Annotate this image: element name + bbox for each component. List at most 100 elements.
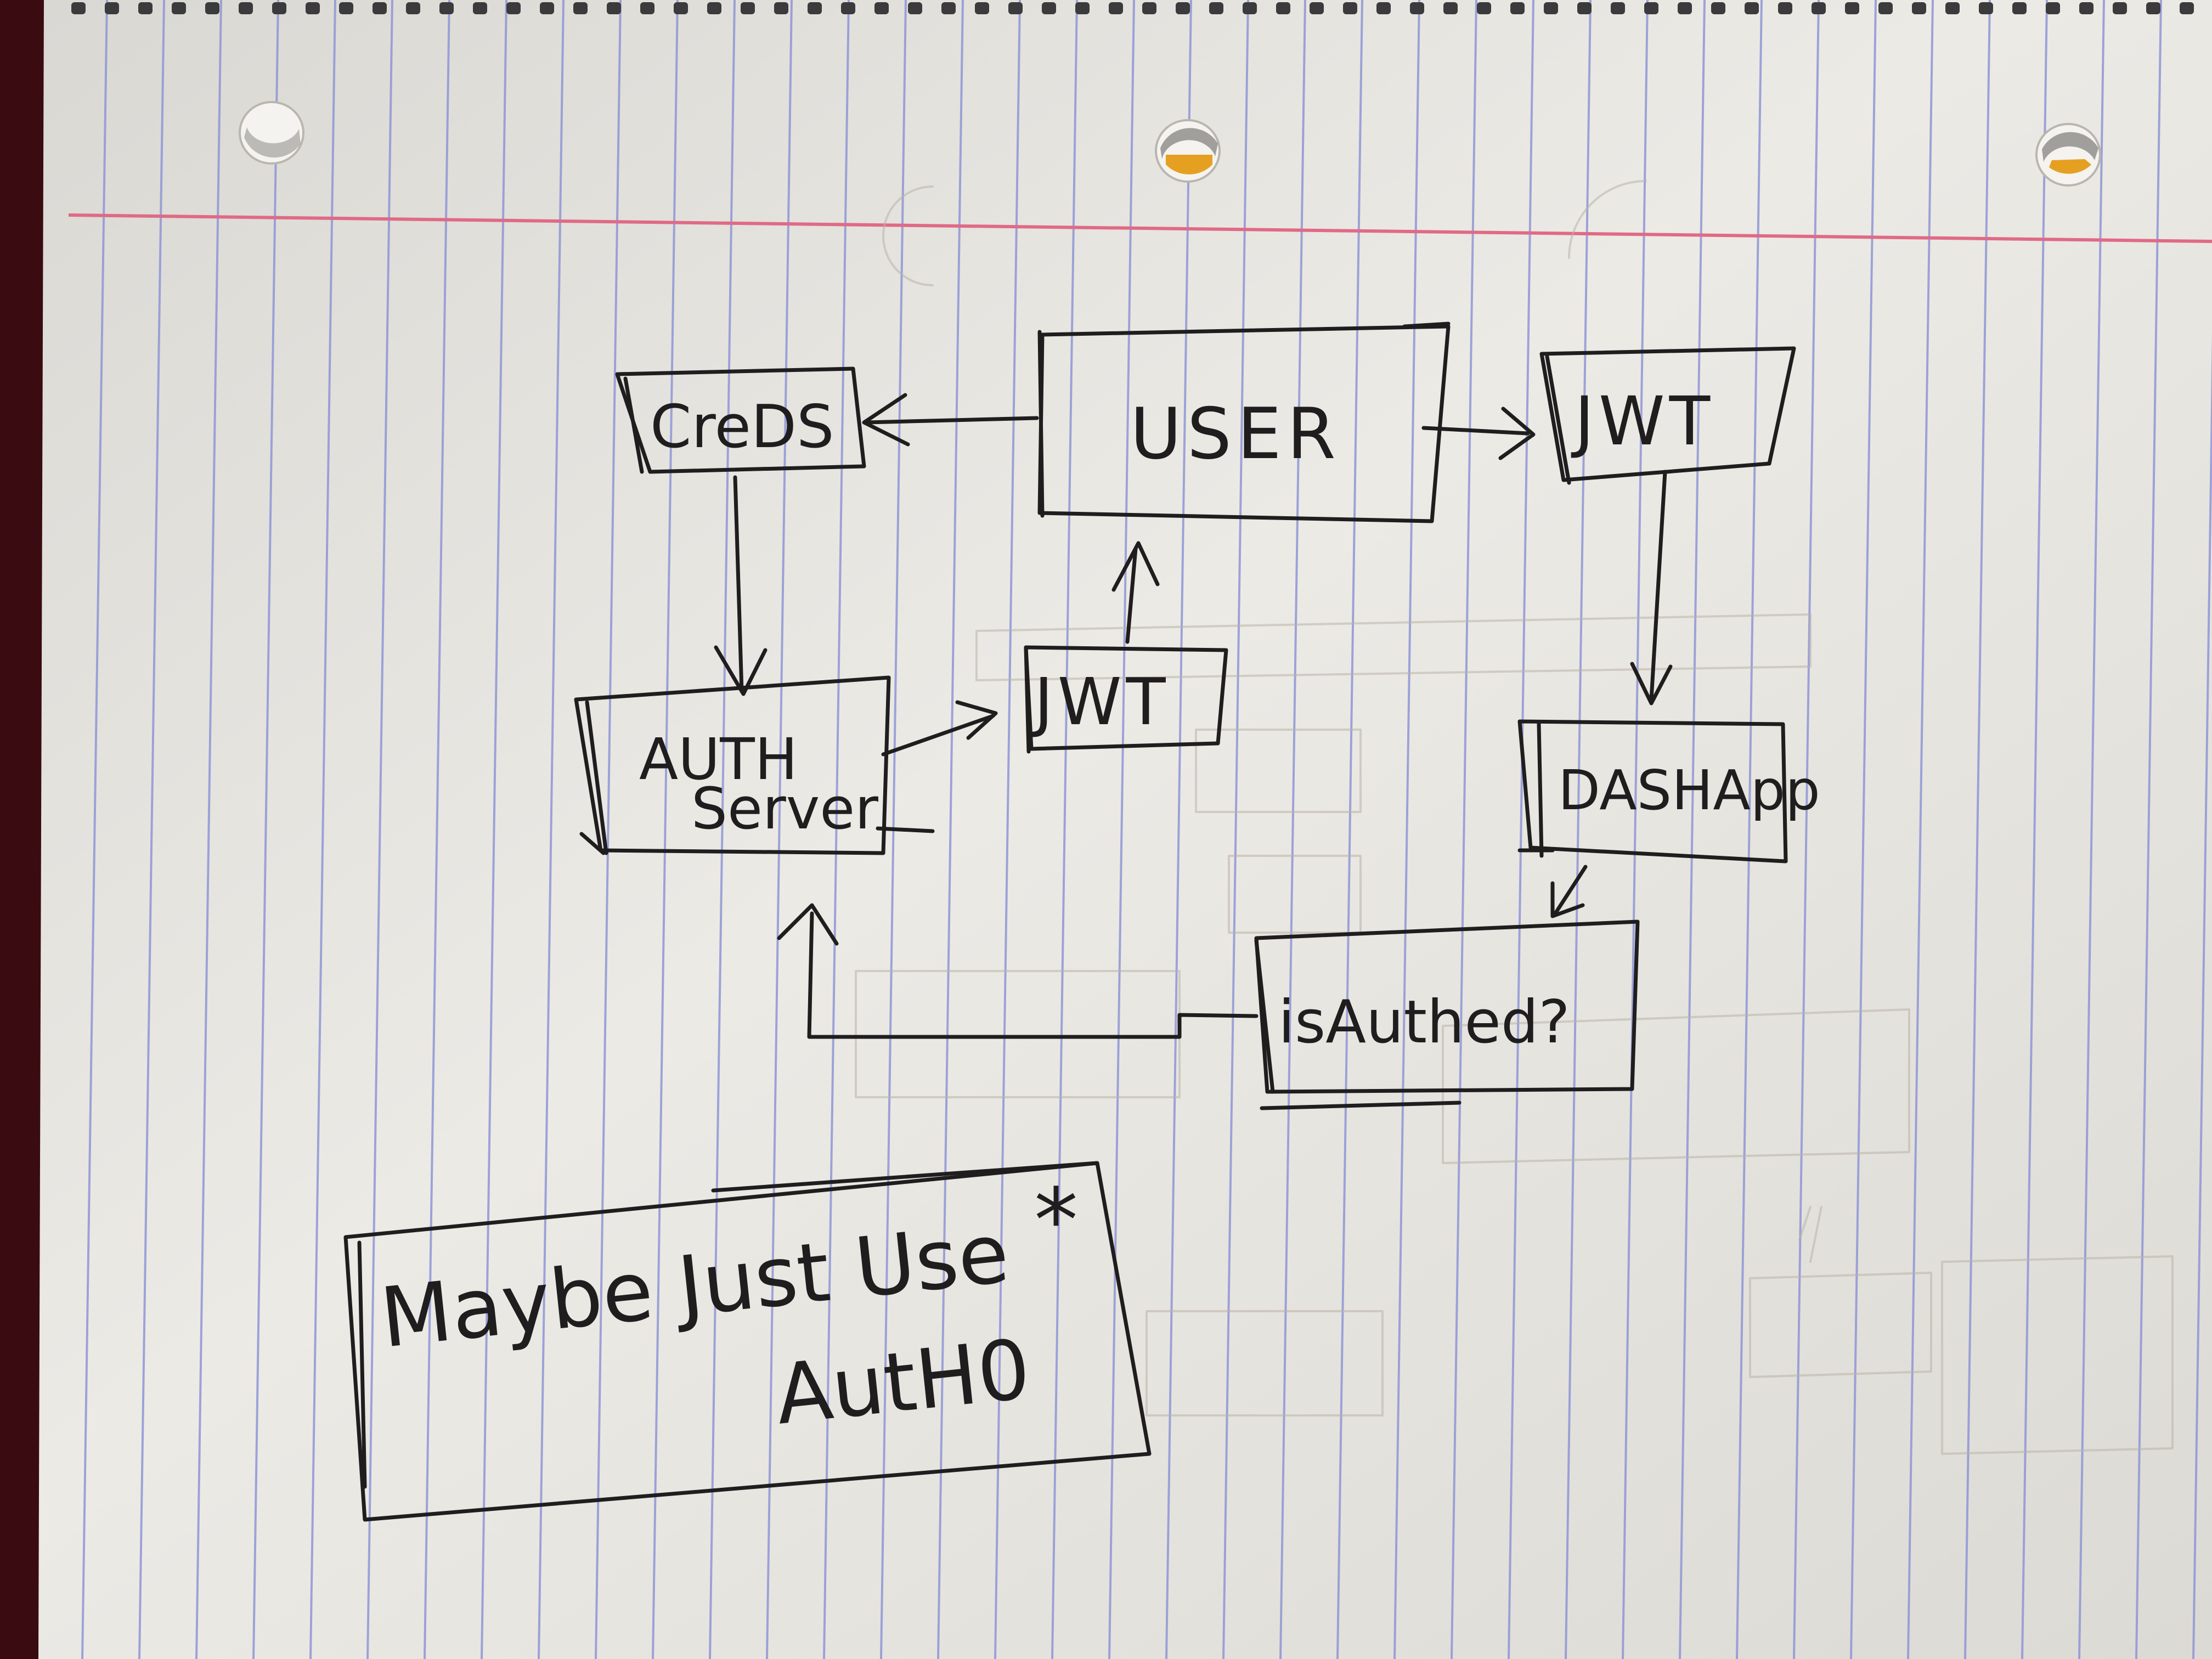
spiral-hole	[1443, 2, 1458, 14]
spiral-hole	[2146, 2, 2160, 14]
ruled-line	[195, 0, 222, 1659]
ruled-line	[1793, 0, 1820, 1659]
spiral-hole	[1042, 2, 1056, 14]
spiral-hole	[1376, 2, 1391, 14]
ruled-line	[1108, 0, 1135, 1659]
spiral-hole	[239, 2, 253, 14]
auth-server-label-line1: AUTH	[639, 726, 798, 793]
spiral-hole	[1276, 2, 1290, 14]
spiral-hole	[774, 2, 788, 14]
spiral-hole	[2012, 2, 2027, 14]
jwt-middle-node: JWT	[1024, 645, 1228, 754]
ruled-line	[1222, 0, 1249, 1659]
ruled-line	[2135, 0, 2162, 1659]
spiral-binding	[71, 2, 2194, 14]
arrow-jwt-middle-to-user	[1111, 541, 1160, 644]
ruled-line	[766, 0, 793, 1659]
spiral-hole	[2079, 2, 2094, 14]
spiral-hole	[2180, 2, 2194, 14]
ruled-line	[1279, 0, 1306, 1659]
ruled-line	[1679, 0, 1706, 1659]
spiral-hole	[1644, 2, 1658, 14]
spiral-hole	[941, 2, 956, 14]
spiral-hole	[1142, 2, 1156, 14]
spiral-hole	[1176, 2, 1190, 14]
spiral-hole	[874, 2, 889, 14]
ruled-line	[309, 0, 336, 1659]
ruled-line	[138, 0, 165, 1659]
user-label: USER	[1130, 393, 1341, 475]
spiral-hole	[1410, 2, 1424, 14]
spiral-hole	[1008, 2, 1023, 14]
arrow-user-to-creds	[862, 393, 1039, 447]
arrow-creds-to-auth-server	[714, 475, 768, 696]
arrow-jwt-right-to-dashapp	[1630, 470, 1673, 706]
spiral-hole	[1845, 2, 1859, 14]
ruled-line	[1051, 0, 1078, 1659]
show-through-sketch	[855, 180, 2174, 1455]
ruled-line	[1736, 0, 1763, 1659]
spiral-hole	[1510, 2, 1525, 14]
spiral-hole	[439, 2, 454, 14]
auth-server-node: AUTH Server	[574, 675, 935, 855]
creds-node: CreDS	[615, 366, 866, 474]
ruled-line	[994, 0, 1021, 1659]
ruled-line	[81, 0, 108, 1659]
spiral-hole	[1745, 2, 1759, 14]
dashapp-node: DASHApp	[1517, 719, 1820, 864]
jwt-right-node: JWT	[1539, 346, 1796, 485]
isauthed-label: isAuthed?	[1278, 988, 1570, 1057]
spiral-hole	[573, 2, 588, 14]
punch-hole-shadow	[1160, 128, 1218, 159]
spiral-hole	[1209, 2, 1223, 14]
spiral-hole	[506, 2, 521, 14]
jwt-right-label: JWT	[1571, 382, 1714, 460]
spiral-hole	[540, 2, 554, 14]
spiral-hole	[908, 2, 922, 14]
ruled-line	[823, 0, 850, 1659]
ruled-line	[1451, 0, 1477, 1659]
ruled-line	[652, 0, 679, 1659]
punch-hole-shadow	[244, 127, 301, 158]
spiral-hole	[1343, 2, 1357, 14]
spiral-hole	[339, 2, 353, 14]
ruled-line	[1336, 0, 1363, 1659]
ruled-line	[252, 0, 279, 1659]
ruled-line	[937, 0, 964, 1659]
spiral-hole	[975, 2, 989, 14]
spiral-hole	[1243, 2, 1257, 14]
spiral-hole	[272, 2, 286, 14]
ruled-line	[2192, 331, 2212, 1659]
flow-diagram: CreDS USER JWT JWT AUTH Serve	[343, 321, 1820, 1522]
ruled-line	[538, 0, 565, 1659]
spiral-hole	[1544, 2, 1558, 14]
spiral-hole	[1711, 2, 1725, 14]
spiral-hole	[1678, 2, 1692, 14]
dashapp-label: DASHApp	[1558, 758, 1820, 822]
spiral-hole	[1075, 2, 1090, 14]
punch-hole-orange	[1166, 155, 1212, 174]
punch-holes	[239, 101, 2101, 187]
spiral-hole	[1912, 2, 1926, 14]
spiral-hole	[2046, 2, 2060, 14]
ruled-line	[1393, 0, 1420, 1659]
spiral-hole	[2113, 2, 2127, 14]
punch-hole-shadow	[2042, 132, 2098, 162]
note-star: *	[1034, 1169, 1078, 1272]
spiral-hole	[1979, 2, 1993, 14]
creds-label: CreDS	[650, 393, 834, 461]
ruled-line	[481, 0, 507, 1659]
spiral-hole	[707, 2, 721, 14]
ruled-lines	[81, 0, 2212, 1659]
spiral-hole	[841, 2, 855, 14]
arrow-user-to-jwt-right	[1421, 407, 1536, 460]
arrow-isauthed-to-auth-server	[777, 903, 1259, 1039]
ruled-line	[1565, 0, 1592, 1659]
spiral-hole	[406, 2, 420, 14]
spiral-hole	[1945, 2, 1960, 14]
spiral-hole	[105, 2, 119, 14]
ruled-line	[1165, 0, 1192, 1659]
spiral-hole	[1878, 2, 1893, 14]
